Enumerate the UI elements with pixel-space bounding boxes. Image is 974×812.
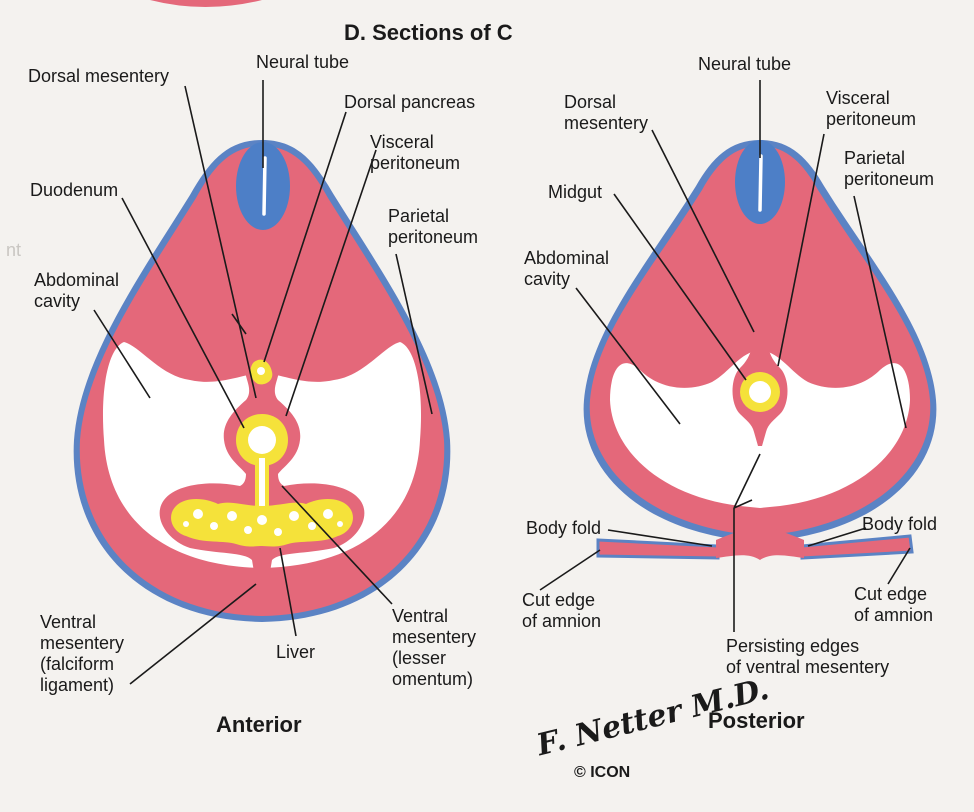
label-post-body-fold-left: Body fold [526, 518, 602, 538]
anterior-section [73, 140, 451, 622]
label-ant-liver: Liver [276, 642, 316, 662]
leader-ant-visceral-peritoneum [285, 149, 377, 417]
label-ant-parietal-peritoneum: Parietal peritoneum [388, 206, 479, 247]
label-ant-duodenum: Duodenum [30, 180, 119, 200]
label-ant-visceral-peritoneum: Visceral peritoneum [370, 132, 461, 173]
label-post-dorsal-mesentery: Dorsal mesentery [564, 92, 649, 133]
label-post-neural-tube: Neural tube [698, 54, 792, 74]
anterior-pancreas-lumen [257, 367, 265, 375]
leader-ant-parietal-peritoneum [395, 253, 433, 415]
label-post-body-fold-right: Body fold [862, 514, 938, 534]
anterior-neural-canal [262, 156, 267, 216]
label-post-parietal-peritoneum: Parietal peritoneum [844, 148, 935, 189]
label-ant-dorsal-mesentery: Dorsal mesentery [28, 66, 170, 86]
posterior-body-fold-center [716, 522, 804, 560]
leader-post-persisting-2 [733, 453, 761, 509]
leader-post-midgut [613, 193, 747, 381]
leader-ant-falciform [129, 583, 257, 685]
leader-post-cut-edge-right [887, 547, 911, 585]
label-ant-neural-tube: Neural tube [256, 52, 350, 72]
leader-lines [93, 80, 911, 685]
leader-ant-dorsal-mesentery-2 [231, 313, 247, 335]
leader-ant-liver [279, 547, 297, 637]
label-post-midgut: Midgut [548, 182, 603, 202]
posterior-amnion-left [596, 538, 720, 560]
anterior-hepatic-duct-lumen [259, 458, 265, 510]
leader-ant-dorsal-pancreas [263, 111, 347, 363]
leader-ant-abdominal-cavity [93, 309, 151, 399]
leader-post-dorsal-mesentery [651, 129, 755, 333]
caption-posterior: Posterior [708, 708, 805, 733]
label-ant-ventral-mesentery-lesser: Ventral mesentery (lesser omentum) [392, 606, 477, 689]
posterior-section [583, 140, 937, 560]
figure-title: D. Sections of C [344, 20, 513, 45]
anterior-duodenum-lumen [248, 426, 276, 454]
leader-post-visceral-peritoneum [777, 133, 825, 367]
label-post-abdominal-cavity: Abdominal cavity [524, 248, 610, 289]
leader-ant-lesser-omentum [281, 485, 393, 605]
label-post-cut-edge-right: Cut edge of amnion [854, 584, 934, 625]
leader-post-persisting-3 [733, 499, 753, 509]
leader-post-cut-edge-left [539, 549, 601, 591]
posterior-amnion-right [800, 534, 914, 560]
label-ant-dorsal-pancreas: Dorsal pancreas [344, 92, 476, 112]
leader-ant-duodenum [121, 197, 245, 429]
label-ant-ventral-mesentery-falciform: Ventral mesentery (falciform ligament) [40, 612, 125, 695]
posterior-midgut-lumen [749, 381, 771, 403]
label-post-persisting-edges: Persisting edges of ventral mesentery [726, 636, 890, 677]
copyright-mark: © ICON [574, 764, 631, 781]
anterior-liver-sinusoids [183, 509, 343, 536]
posterior-neural-canal [758, 154, 763, 212]
label-ant-abdominal-cavity: Abdominal cavity [34, 270, 120, 311]
label-post-cut-edge-left: Cut edge of amnion [522, 590, 602, 631]
bleed-text: nt [6, 240, 22, 260]
caption-anterior: Anterior [216, 712, 302, 737]
leader-post-body-fold-left [607, 529, 713, 547]
leader-ant-dorsal-mesentery [184, 85, 257, 399]
leader-post-parietal-peritoneum [853, 195, 907, 429]
leader-post-body-fold-right [807, 527, 867, 547]
top-fragment-shape [150, 0, 262, 7]
label-post-visceral-peritoneum: Visceral peritoneum [826, 88, 917, 129]
leader-post-abdominal-cavity [575, 287, 681, 425]
